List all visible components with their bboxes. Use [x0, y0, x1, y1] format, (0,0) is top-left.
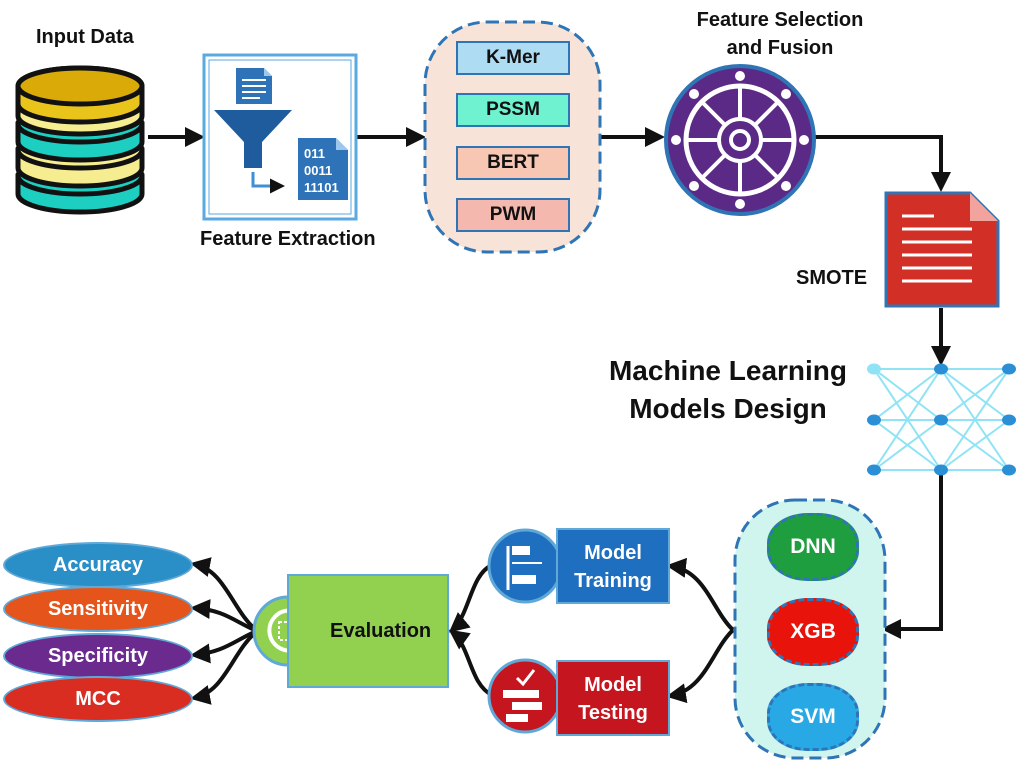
fusion-label-line1: Feature Selection	[696, 9, 864, 31]
arrow-testing-to-evaluation	[448, 629, 494, 697]
nn-edge	[940, 419, 1010, 471]
nn-edge	[873, 368, 942, 421]
model-svm: SVM	[767, 683, 859, 751]
feature-group-container	[423, 20, 602, 254]
testing-line2: Testing	[578, 702, 648, 724]
evaluation-label: Evaluation	[330, 620, 432, 642]
nn-node	[1002, 464, 1016, 476]
flow-arrow-icon	[251, 172, 285, 194]
binary-line-2: 0011	[304, 163, 332, 178]
nn-edge	[940, 368, 1010, 471]
metric-mcc: MCC	[3, 676, 193, 722]
nn-edge	[940, 368, 1010, 421]
arrow-eval-to-specificity	[190, 629, 258, 664]
feature-pssm: PSSM	[456, 93, 570, 127]
nn-node	[934, 414, 948, 426]
arrow-models-to-testing	[666, 628, 735, 704]
arrow-eval-to-mcc	[190, 629, 259, 705]
training-chart-icon	[487, 528, 563, 604]
testing-line1: Model	[584, 674, 642, 696]
feature-extraction-label: Feature Extraction	[200, 228, 376, 250]
nn-edge	[873, 368, 942, 471]
smote-document-icon	[884, 191, 1000, 308]
funnel-icon	[214, 110, 292, 168]
model-training-box: Model Training	[556, 528, 670, 604]
metric-specificity: Specificity	[3, 633, 193, 679]
feature-extraction-box: 011 0011 11101	[202, 53, 358, 221]
arrow-fusion-to-smote	[815, 135, 951, 192]
model-xgb: XGB	[767, 598, 859, 666]
binary-line-1: 011	[304, 146, 325, 161]
nn-node	[1002, 414, 1016, 426]
nn-node	[934, 464, 948, 476]
feature-bert: BERT	[456, 146, 570, 180]
feature-pwm: PWM	[456, 198, 570, 232]
fusion-gear-icon	[664, 64, 816, 216]
nn-node	[867, 414, 881, 426]
nn-node	[1002, 363, 1016, 375]
arrow-models-to-training	[666, 557, 735, 632]
document-icon	[236, 68, 272, 104]
model-dnn: DNN	[767, 513, 859, 581]
testing-chart-icon	[487, 658, 563, 734]
binary-file-icon: 011 0011 11101	[298, 138, 348, 200]
neural-network-icon	[867, 363, 1016, 476]
binary-line-3: 11101	[304, 180, 339, 195]
fusion-label-line2: and Fusion	[726, 37, 834, 59]
connectors	[148, 127, 951, 705]
model-testing-box: Model Testing	[556, 660, 670, 736]
metric-sensitivity: Sensitivity	[3, 586, 193, 632]
evaluation-box	[287, 574, 449, 688]
training-line1: Model	[584, 542, 642, 564]
training-line2: Training	[574, 570, 652, 592]
ml-design-title-line2: Models Design	[629, 393, 827, 424]
nn-node	[867, 363, 881, 375]
nn-node	[934, 363, 948, 375]
arrow-network-to-models	[881, 472, 943, 639]
arrow-eval-to-sensitivity	[190, 599, 258, 633]
arrow-training-to-evaluation	[448, 563, 494, 633]
smote-label: SMOTE	[796, 267, 868, 289]
input-data-label: Input Data	[36, 26, 134, 48]
nn-edge	[873, 419, 942, 471]
metric-accuracy: Accuracy	[3, 542, 193, 588]
feature-kmer: K-Mer	[456, 41, 570, 75]
arrow-eval-to-accuracy	[190, 557, 259, 633]
database-icon	[15, 65, 145, 215]
nn-node	[867, 464, 881, 476]
ml-design-title-line1: Machine Learning	[608, 355, 848, 386]
